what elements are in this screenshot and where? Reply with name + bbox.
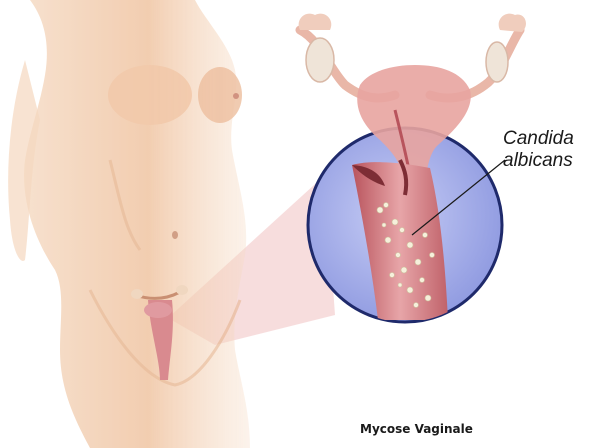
callout-label: Candida albicans bbox=[503, 128, 595, 172]
callout-line2: albicans bbox=[503, 150, 595, 172]
callout-line1: Candida bbox=[503, 128, 595, 150]
figure-caption: Mycose Vaginale bbox=[360, 422, 560, 436]
uterus-large-illustration bbox=[299, 14, 526, 180]
female-torso-illustration bbox=[8, 0, 250, 448]
